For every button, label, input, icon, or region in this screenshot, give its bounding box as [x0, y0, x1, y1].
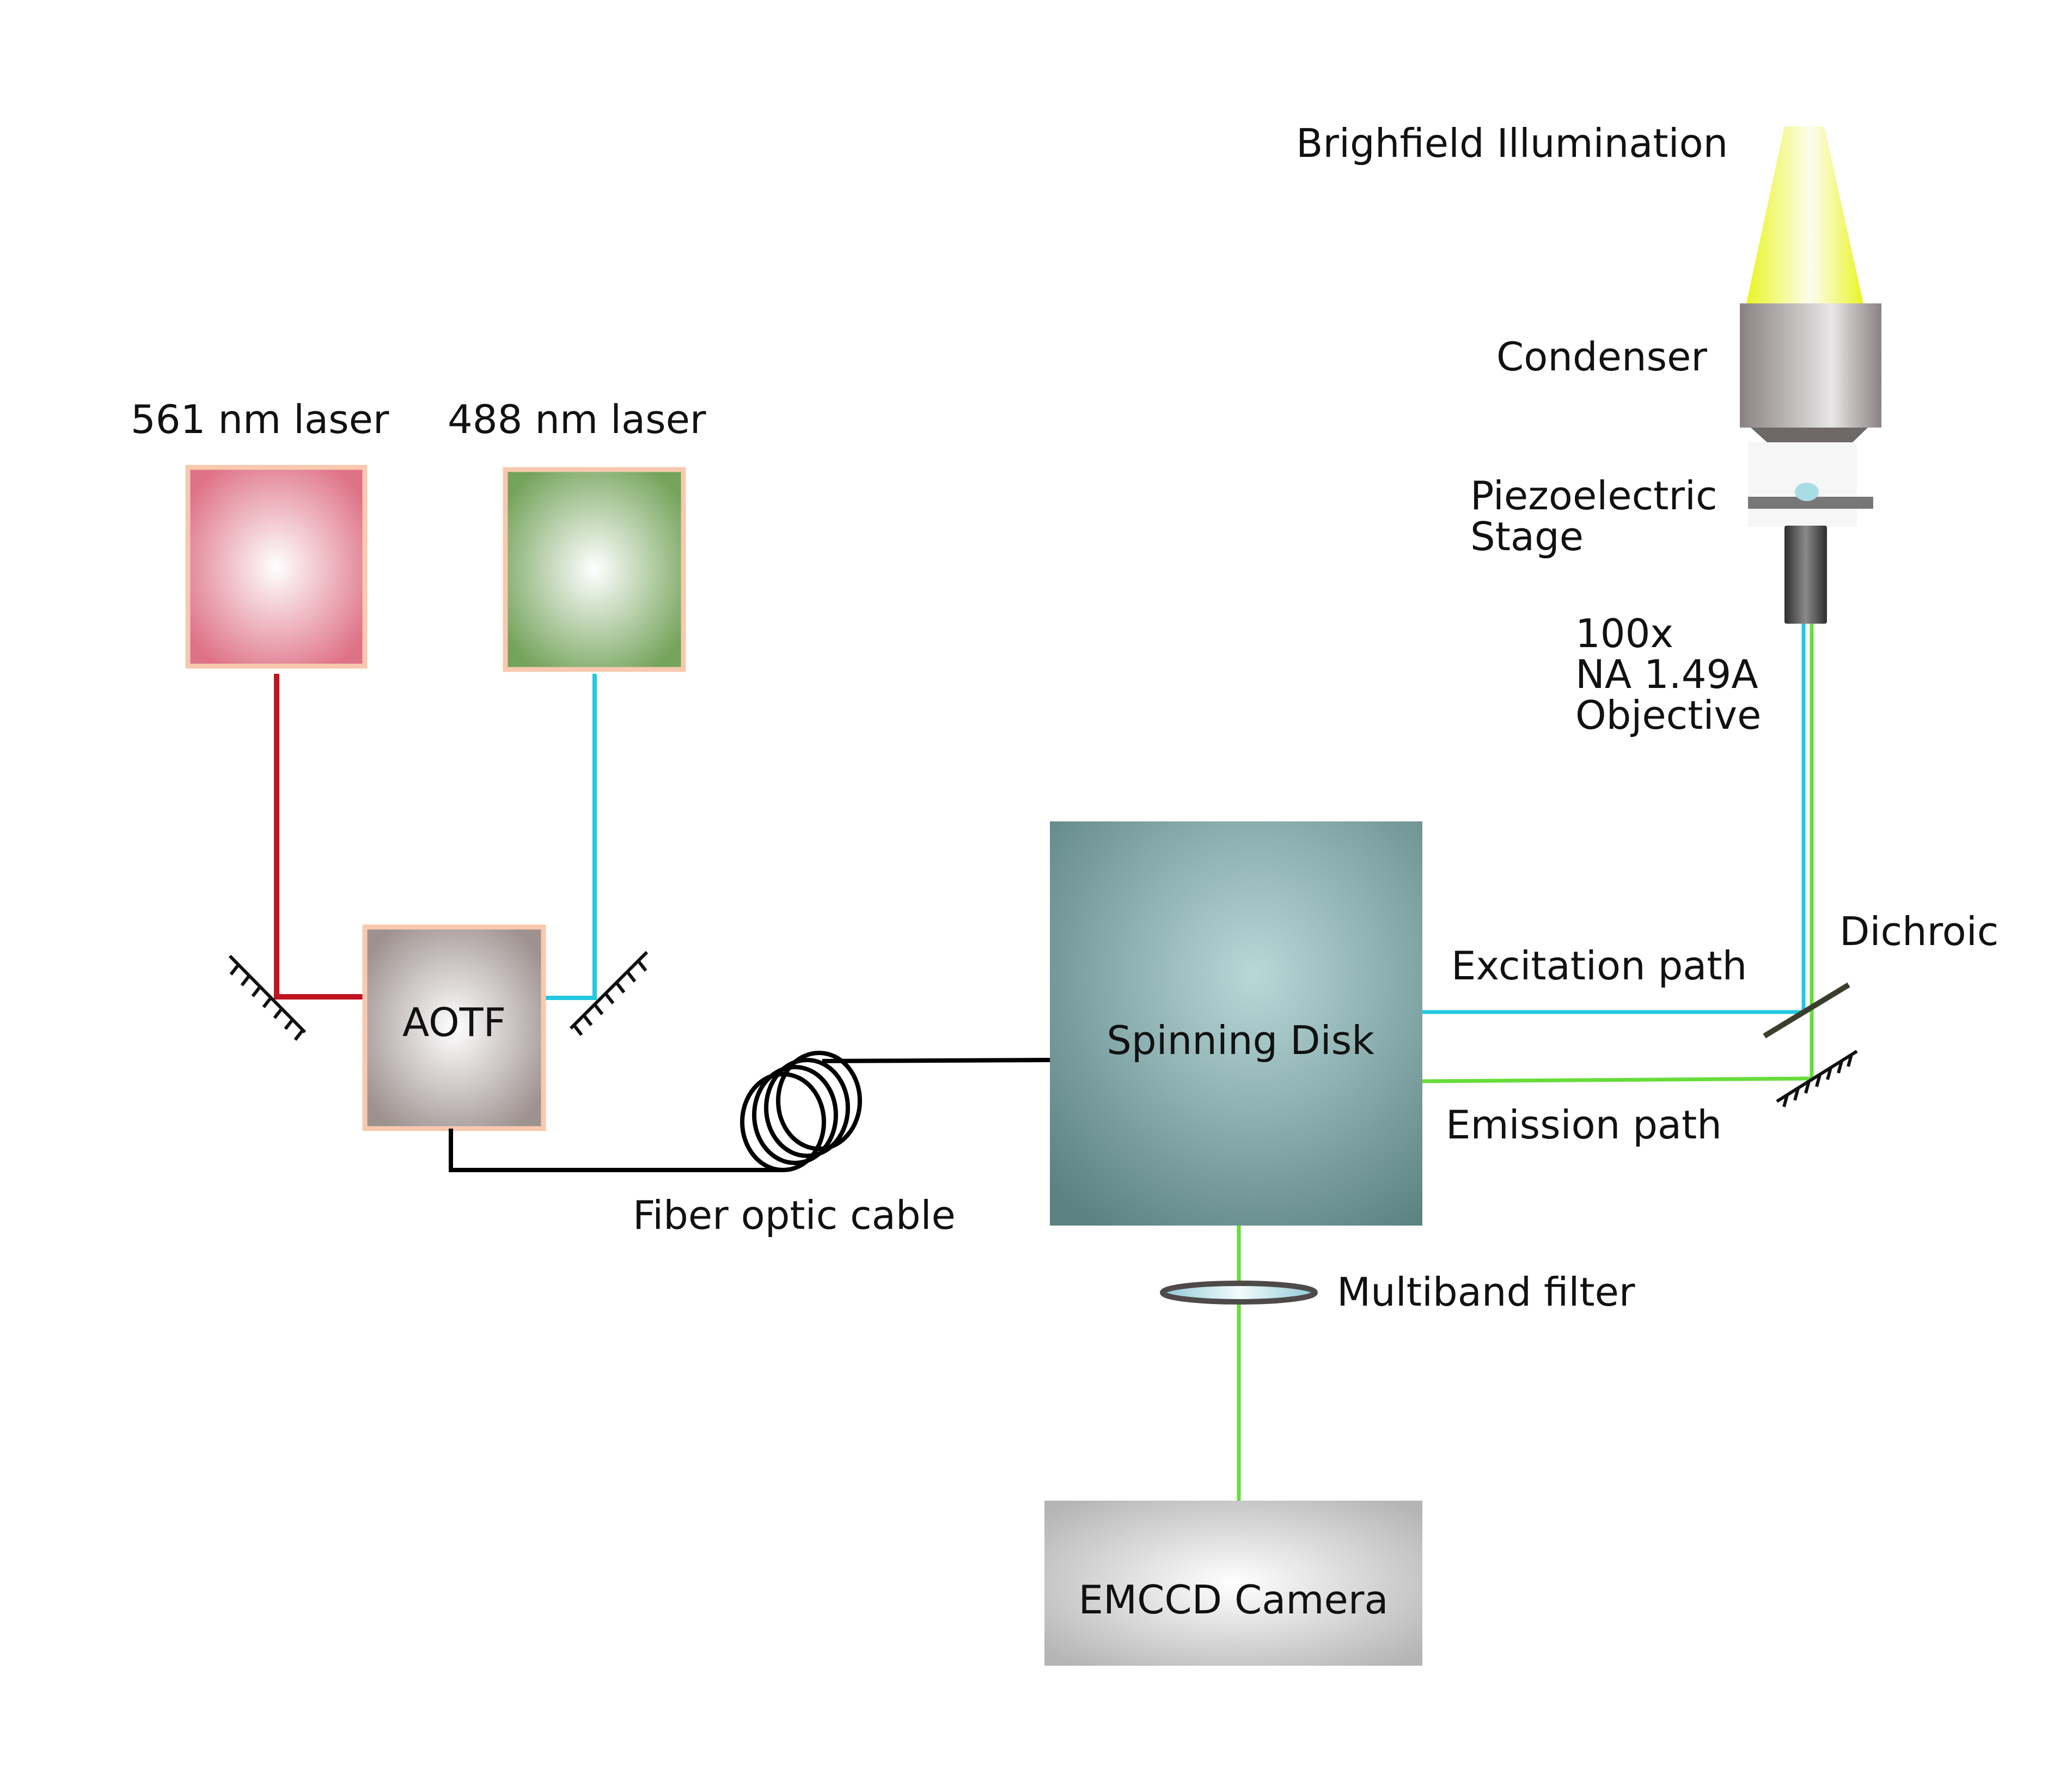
emission-label: Emission path	[1446, 1102, 1722, 1148]
emission-beam	[1422, 1076, 1812, 1083]
aotf-label: AOTF	[402, 1000, 506, 1045]
laser-561-label: 561 nm laser	[131, 397, 389, 442]
emccd-camera-box	[1044, 1501, 1422, 1666]
dichroic-label: Dichroic	[1839, 909, 1998, 954]
aotf-box	[362, 924, 546, 1131]
objective-label-line3: Objective	[1575, 692, 1761, 738]
objective-body	[1784, 526, 1827, 624]
objective-label-line1: 100x	[1575, 611, 1673, 656]
brightfield-label: Brighfield Illumination	[1296, 120, 1728, 166]
red-laser-beam	[274, 674, 365, 1000]
laser-488-box	[503, 467, 686, 672]
mirror-left	[228, 954, 307, 1041]
laser-beams	[274, 621, 1814, 1501]
stage-label-line2: Stage	[1470, 514, 1584, 559]
brightfield-light-cone	[1746, 126, 1863, 303]
emission-mirror	[1776, 1050, 1858, 1107]
condenser-lens	[1751, 428, 1868, 442]
objective-label-line2: NA 1.49A	[1575, 651, 1758, 697]
multiband-filter	[1160, 1281, 1318, 1305]
laser-488-label: 488 nm laser	[448, 397, 706, 442]
blue-laser-beam-in	[545, 674, 597, 1000]
condenser-label: Condenser	[1496, 334, 1707, 380]
spinning-disk-box	[1050, 821, 1422, 1226]
camera-label: EMCCD Camera	[1078, 1577, 1388, 1623]
laser-561-box	[185, 465, 368, 669]
piezo-stage	[1748, 497, 1873, 509]
sample-droplet	[1795, 483, 1819, 501]
mirror-right	[569, 950, 649, 1036]
fiber-label: Fiber optic cable	[633, 1192, 956, 1238]
multiband-label: Multiband filter	[1337, 1269, 1635, 1315]
excitation-label: Excitation path	[1451, 943, 1747, 989]
fiber-optic-cable	[449, 1051, 1050, 1172]
dichroic-mirror	[1763, 982, 1850, 1039]
stage-label-line1: Piezoelectric	[1470, 473, 1718, 519]
condenser-body	[1740, 303, 1881, 428]
spinning-disk-label: Spinning Disk	[1107, 1017, 1374, 1063]
